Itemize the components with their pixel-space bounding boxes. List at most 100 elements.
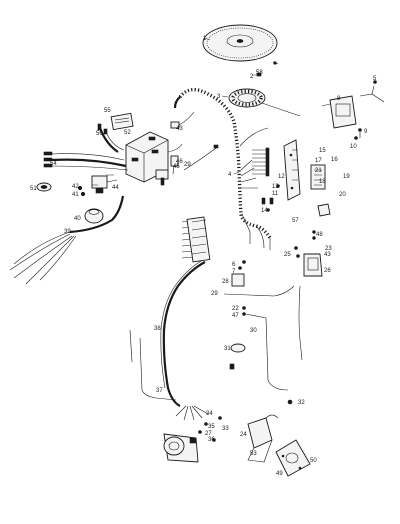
fan-out-wires [175, 405, 209, 421]
cable-30 [245, 285, 303, 391]
screws-41-42 [77, 185, 86, 197]
callout-42: 42 [72, 184, 79, 190]
callout-19: 19 [343, 174, 350, 180]
callout-48: 48 [316, 232, 323, 238]
callout-31: 31 [224, 346, 231, 352]
callout-11: 11 [272, 191, 279, 197]
connectors-23-25 [294, 230, 316, 258]
callout-46: 46 [176, 159, 183, 165]
harness-terminal-bundle [252, 147, 270, 177]
terminal-block [310, 164, 326, 190]
callout-16: 16 [331, 157, 338, 163]
callout-37: 37 [156, 388, 163, 394]
callout-14: 14 [261, 208, 268, 214]
callout-49: 49 [276, 471, 283, 477]
callout-5: 5 [373, 76, 377, 82]
fastener-32 [287, 399, 293, 405]
connector-strip [181, 216, 211, 263]
callout-57: 57 [292, 218, 299, 224]
callout-33: 33 [222, 426, 229, 432]
callout-55: 55 [104, 108, 111, 114]
mounting-plate [275, 439, 311, 477]
sensor-wire-8 [359, 80, 385, 103]
callout-9: 9 [364, 129, 368, 135]
stator [228, 88, 301, 117]
callout-39: 39 [64, 229, 71, 235]
module-part [321, 95, 357, 129]
connector-block [170, 155, 179, 175]
callout-23: 23 [325, 246, 332, 252]
rectifier-pack [125, 131, 183, 183]
rubber-boot [84, 208, 104, 224]
main-wire-harness [173, 88, 272, 250]
ignition-coil [303, 253, 323, 277]
callout-2: 2 [250, 74, 254, 80]
starter-assembly [163, 433, 199, 463]
callout-20: 20 [339, 192, 346, 198]
callout-47: 47 [232, 313, 239, 319]
leader-lines [92, 37, 258, 186]
callout-8: 8 [337, 96, 341, 102]
callout-29-upper: 29 [184, 162, 191, 168]
callout-27: 27 [205, 431, 212, 437]
callout-6: 6 [232, 262, 236, 268]
callout-54: 54 [50, 161, 57, 167]
callout-26: 26 [324, 268, 331, 274]
throttle-switch [247, 414, 279, 463]
small-parts-11-14 [261, 184, 280, 212]
callout-34: 34 [206, 411, 213, 417]
cable-sheath [9, 195, 125, 285]
screws-27-33-35 [198, 416, 222, 442]
callout-25: 25 [284, 252, 291, 258]
callout-43: 43 [176, 126, 183, 132]
callout-38: 38 [154, 326, 161, 332]
callout-51: 51 [30, 186, 37, 192]
battery-leads [43, 151, 129, 171]
screws-9-10 [354, 128, 362, 140]
callout-44: 44 [112, 185, 119, 191]
callout-3: 3 [217, 94, 221, 100]
callout-36: 36 [208, 437, 215, 443]
callout-30: 30 [250, 328, 257, 334]
callout-10: 10 [350, 144, 357, 150]
main-cable-38 [160, 259, 206, 407]
callout-7: 7 [232, 269, 236, 275]
callout-40: 40 [74, 216, 81, 222]
callout-53: 53 [250, 451, 257, 457]
callout-45: 45 [173, 164, 180, 170]
mounting-bracket [283, 139, 301, 201]
callout-28: 28 [222, 279, 229, 285]
terminal-cap [36, 182, 52, 192]
callout-13: 13 [272, 184, 279, 190]
callout-21: 21 [315, 168, 322, 174]
short-leads [97, 123, 125, 153]
callout-41: 41 [72, 192, 79, 198]
plug-connector [170, 111, 195, 129]
decal-label [110, 112, 134, 131]
screws-6-7 [238, 260, 246, 270]
switch-box [155, 169, 169, 186]
callout-labels: 1 2 3 4 5 6 7 8 9 10 11 12 13 14 15 16 1… [30, 36, 377, 477]
flywheel [202, 24, 278, 62]
screws-22-47 [242, 306, 246, 316]
callout-32: 32 [298, 400, 305, 406]
callout-58: 58 [256, 70, 263, 76]
callout-29: 29 [211, 291, 218, 297]
ground-wire-29 [183, 144, 219, 171]
flywheel-nut [256, 72, 262, 77]
callout-15: 15 [319, 148, 326, 154]
callout-17: 17 [315, 158, 322, 164]
flywheel-washer [272, 61, 279, 65]
lead-wire-29 [223, 285, 295, 297]
callout-35: 35 [208, 424, 215, 430]
callout-18: 18 [319, 179, 326, 185]
callout-4: 4 [228, 172, 232, 178]
capacitor-28 [231, 273, 245, 287]
callout-22: 22 [232, 306, 239, 312]
wires-37 [129, 329, 177, 401]
callout-1: 1 [203, 36, 207, 42]
callout-50: 50 [310, 458, 317, 464]
callout-43-right: 43 [324, 252, 331, 258]
